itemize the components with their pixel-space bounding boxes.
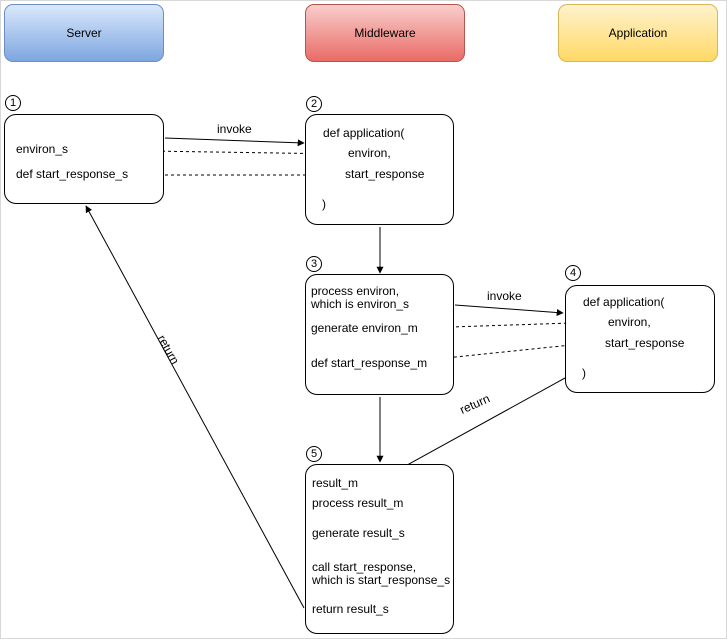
process-result-m-text: process result_m	[312, 496, 404, 510]
application-start-response-param: start_response	[605, 336, 685, 350]
server-environ-text: environ_s	[16, 142, 69, 156]
server-start-response-text: def start_response_s	[16, 167, 129, 181]
server-node	[4, 114, 164, 204]
generate-environ-m-text: generate environ_m	[311, 321, 418, 335]
application-close-paren: )	[582, 366, 586, 380]
process-environ-text: process environ,	[311, 284, 400, 298]
invoke-edge-1-to-2	[164, 137, 305, 147]
invoke-label-1: invoke	[217, 122, 252, 136]
application-node	[565, 285, 715, 393]
generate-result-s-text: generate result_s	[312, 526, 405, 540]
middleware-application-node	[305, 114, 454, 225]
server-header-label: Server	[66, 26, 102, 40]
application-environ-param: environ,	[608, 315, 651, 329]
call-start-response-text: call start_response,	[312, 560, 417, 574]
application-def-text: def application(	[583, 295, 665, 309]
application-header-label: Application	[608, 26, 668, 40]
which-is-start-response-s-text: which is start_response_s	[312, 573, 451, 587]
result-m-text: result_m	[312, 476, 359, 490]
step-2-badge: 2	[306, 96, 322, 112]
step-3-badge: 3	[306, 256, 322, 272]
def-start-response-m-text: def start_response_m	[311, 356, 428, 370]
middleware-header-label: Middleware	[354, 26, 416, 40]
step-1-badge: 1	[5, 95, 21, 111]
middleware-header: Middleware	[305, 4, 465, 62]
step-5-badge: 5	[306, 446, 322, 462]
middleware-close-paren: )	[322, 197, 326, 211]
which-is-environ-s-text: which is environ_s	[311, 297, 410, 311]
middleware-start-response-param: start_response	[345, 167, 425, 181]
middleware-def-text: def application(	[323, 126, 405, 140]
step-4-badge: 4	[565, 265, 581, 281]
invoke-label-2: invoke	[487, 289, 522, 303]
invoke-edge-3-to-4	[454, 304, 564, 317]
middleware-process-node	[305, 274, 454, 395]
middleware-environ-param: environ,	[348, 146, 391, 160]
return-result-s-text: return result_s	[312, 602, 389, 616]
return-edge-5-to-1	[85, 205, 305, 609]
server-header: Server	[4, 4, 164, 62]
result-node	[305, 464, 454, 634]
return-edge-4-to-5	[379, 377, 566, 481]
application-header: Application	[558, 4, 718, 62]
